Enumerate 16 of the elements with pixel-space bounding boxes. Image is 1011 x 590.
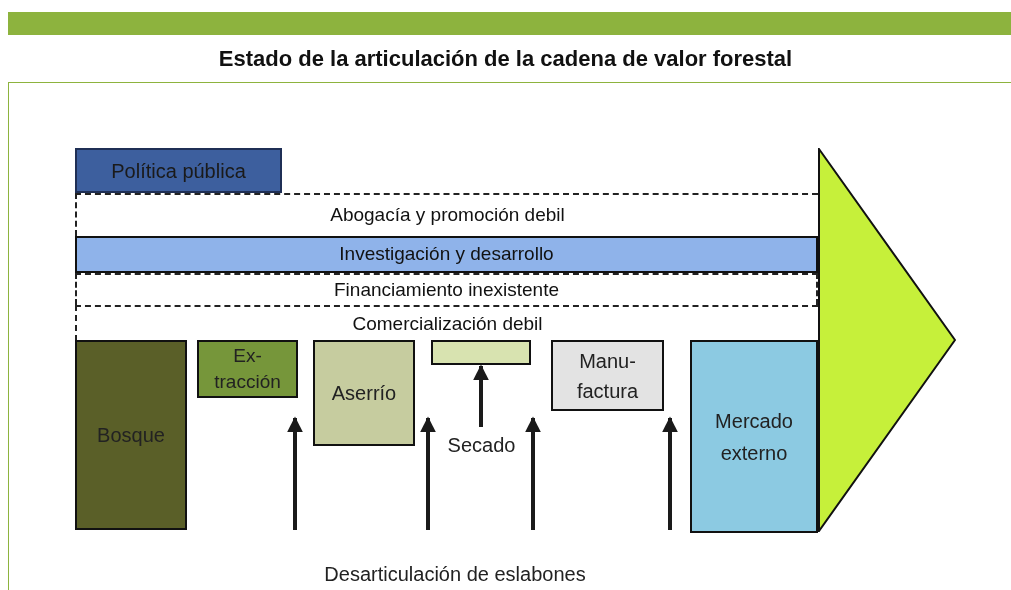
arrow: [473, 364, 489, 427]
stage-box: Mercado externo: [690, 340, 818, 533]
chevron-shape: [818, 148, 956, 532]
band: Investigación y desarrollo: [75, 236, 818, 273]
band: Comercialización debil: [75, 305, 818, 341]
stage-box: Bosque: [75, 340, 187, 530]
stage-label: Secado: [443, 431, 520, 459]
band: Abogacía y promoción debil: [75, 193, 818, 236]
stage-box: Aserrío: [313, 340, 415, 446]
stage-box: [431, 340, 531, 365]
policy-bar: Política pública: [75, 148, 282, 193]
caption-text: Desarticulación de eslabones: [323, 562, 587, 587]
band: Financiamiento inexistente: [75, 273, 818, 305]
stage-box: Manu- factura: [551, 340, 664, 411]
title: Estado de la articulación de la cadena de valor forestal: [217, 45, 794, 73]
stage-box: Ex- tracción: [197, 340, 298, 398]
